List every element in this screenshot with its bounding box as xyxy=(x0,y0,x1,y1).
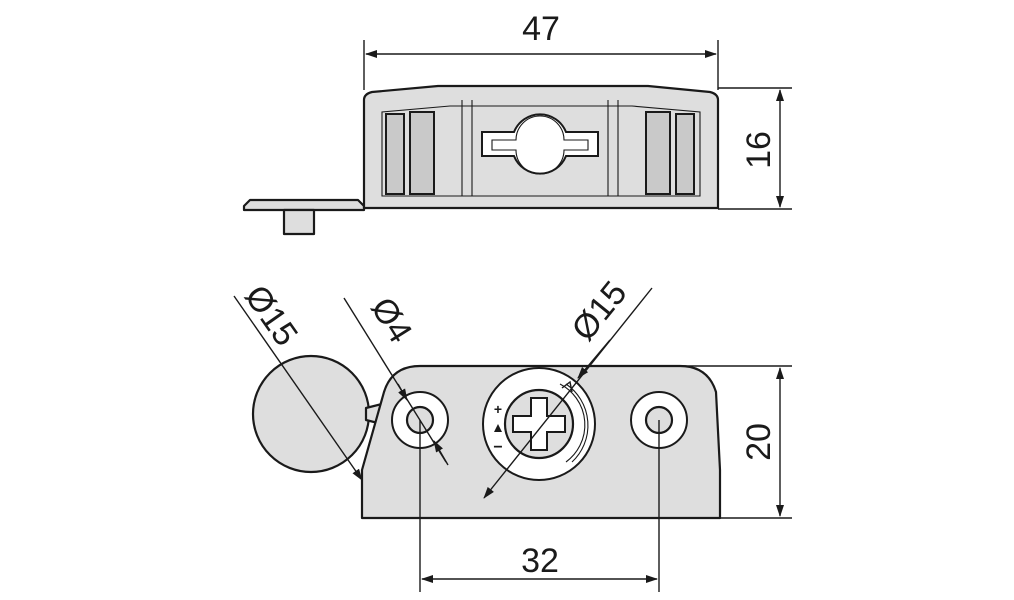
plan-view: + − Ø15 Ø4 Ø15 20 32 xyxy=(233,274,792,592)
cover-cap xyxy=(251,354,371,474)
cam-minus-mark: − xyxy=(493,439,502,456)
dim-top-height: 16 xyxy=(740,131,778,169)
body-inner-frame xyxy=(381,105,701,197)
dim-bottom-height: 20 xyxy=(740,423,778,461)
dim-cam-diameter: Ø15 xyxy=(564,274,634,348)
side-view: 47 16 xyxy=(242,10,792,236)
left-rib-1 xyxy=(385,113,405,195)
right-rib-2 xyxy=(675,113,695,195)
phillips-cross-icon xyxy=(512,397,566,451)
left-rib-2 xyxy=(409,111,435,195)
mounting-pin xyxy=(282,208,316,236)
dim-hole-spacing: 32 xyxy=(521,542,559,580)
dim-hole-diameter: Ø4 xyxy=(363,291,419,350)
right-rib-1 xyxy=(645,111,671,195)
triangle-icon xyxy=(494,424,502,432)
dim-top-width: 47 xyxy=(522,10,560,48)
mounting-tab xyxy=(242,198,366,212)
cam-plus-mark: + xyxy=(494,401,502,417)
